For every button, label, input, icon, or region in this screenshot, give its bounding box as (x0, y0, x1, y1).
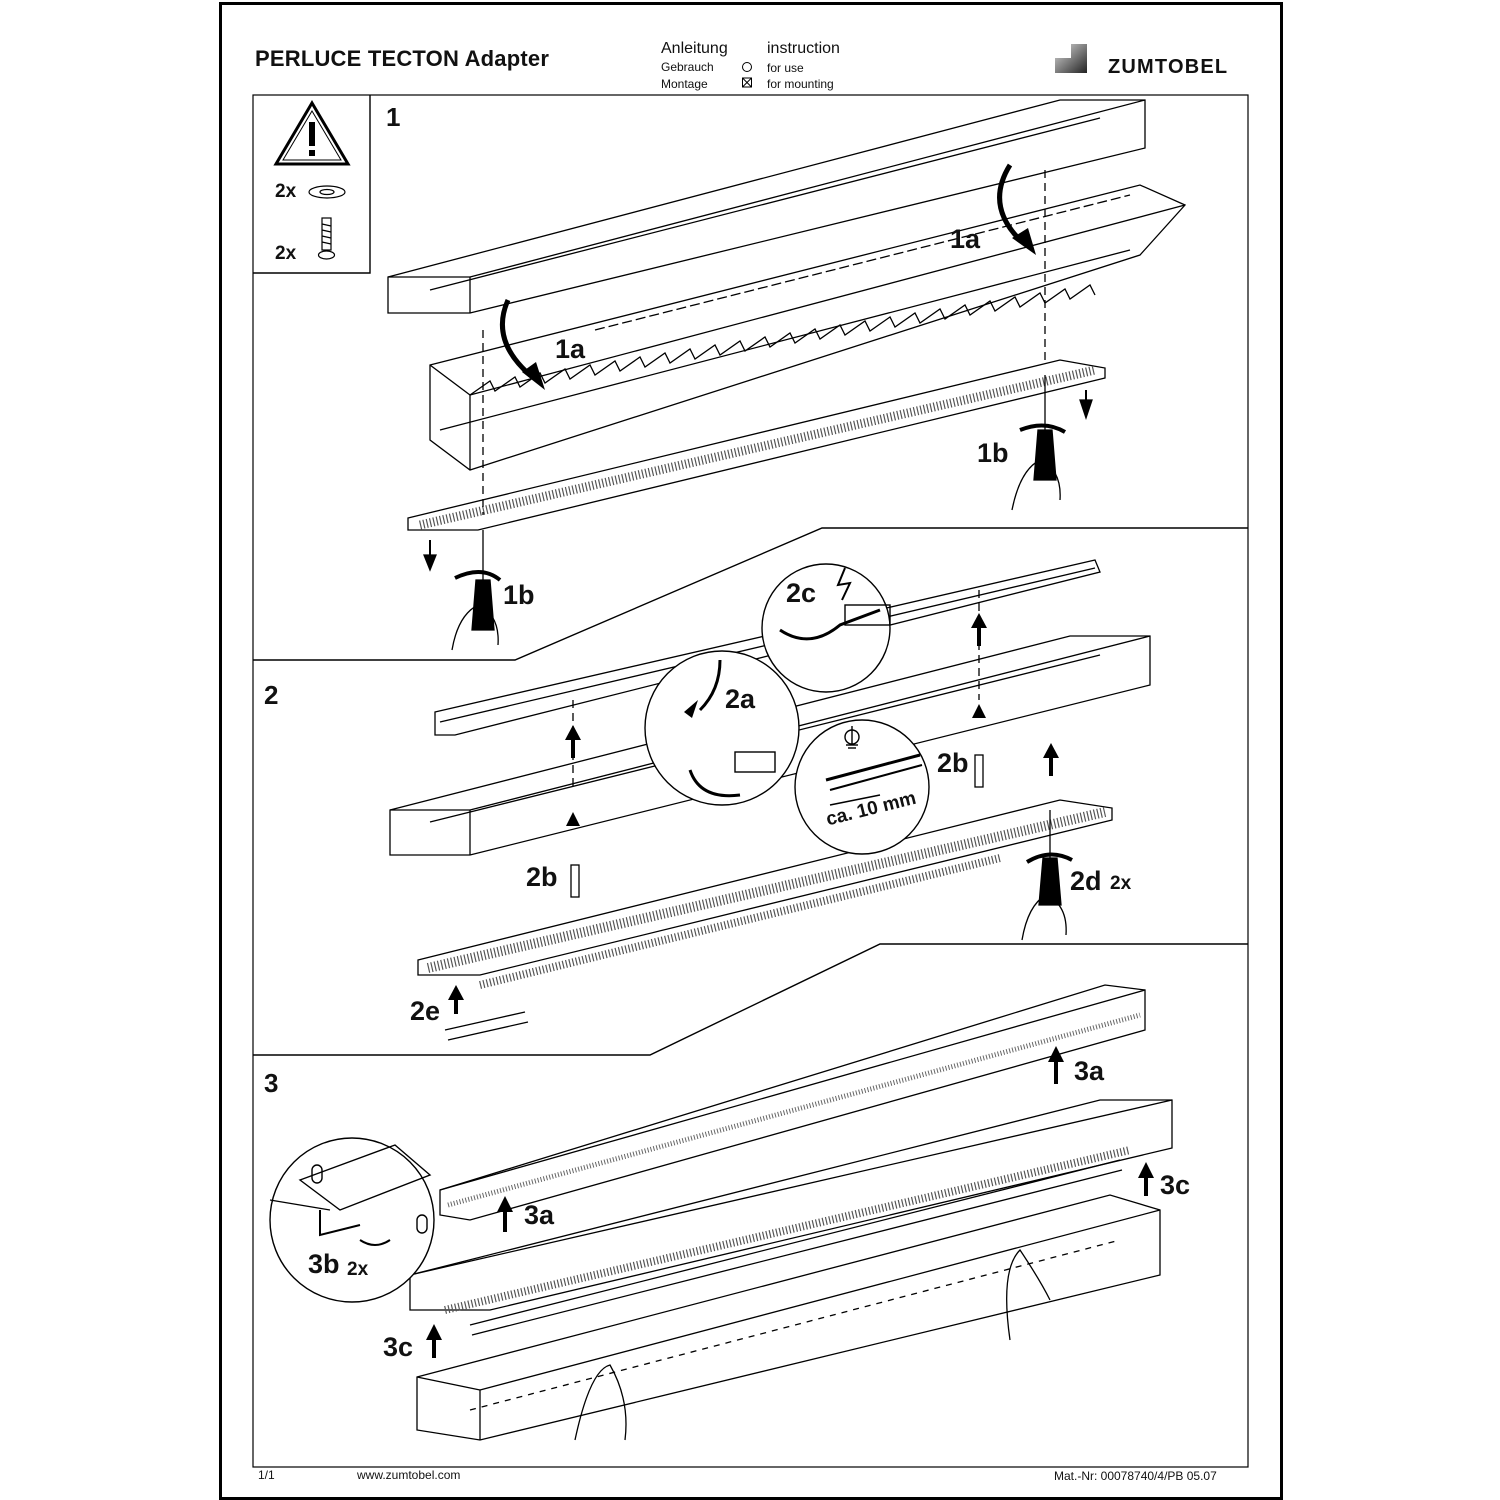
label-2d-qty: 2x (1110, 873, 1132, 894)
screwdriver-1b-right-icon (1011, 375, 1093, 511)
label-1b-right: 1b (977, 438, 1009, 468)
label-2a: 2a (725, 684, 756, 714)
label-1b-left: 1b (503, 580, 535, 610)
header-de-use: Gebrauch (661, 60, 714, 74)
label-1a-right: 1a (950, 224, 981, 254)
label-3b-qty: 2x (347, 1259, 369, 1280)
label-3a-top: 3a (1074, 1056, 1105, 1086)
label-2b-right: 2b (937, 748, 969, 778)
label-3c-right: 3c (1160, 1170, 1191, 1200)
step-1-number: 1 (386, 102, 401, 132)
screwdriver-2d-icon (1021, 810, 1073, 941)
checkbox-icons (742, 62, 752, 88)
header-en-use: for use (767, 61, 804, 75)
detail-circle-earth (794, 719, 930, 855)
step-2-number: 2 (264, 680, 279, 710)
detail-circle-2c (761, 563, 891, 693)
header-de-heading: Anleitung (661, 40, 728, 57)
header-en-heading: instruction (767, 40, 840, 57)
footer-page: 1/1 (258, 1468, 275, 1482)
label-3c-left: 3c (383, 1332, 414, 1362)
step2-assembly (389, 559, 1151, 1041)
document-title: PERLUCE TECTON Adapter (255, 46, 550, 71)
footer-url[interactable]: www.zumtobel.com (357, 1468, 461, 1482)
arrow-down-icon (423, 554, 437, 572)
header-de-mount: Montage (661, 77, 708, 91)
screw-icon (317, 217, 336, 260)
part-screw-qty: 2x (275, 243, 297, 264)
brand-name: ZUMTOBEL (1108, 56, 1229, 78)
page-frame (219, 2, 1283, 1500)
label-3b: 3b (308, 1249, 340, 1279)
label-2e: 2e (410, 996, 441, 1026)
step3-assembly (409, 984, 1173, 1441)
header-en-mount: for mounting (767, 77, 834, 91)
detail-circle-2a (644, 650, 800, 806)
step1-housing (387, 99, 1187, 531)
washer-icon (308, 185, 346, 199)
part-washer-qty: 2x (275, 181, 297, 202)
brand-logo-mark-icon (1055, 44, 1087, 73)
footer-material-number: Mat.-Nr: 00078740/4/PB 05.07 (1054, 1469, 1217, 1483)
label-2c: 2c (786, 578, 817, 608)
label-3a-mid: 3a (524, 1200, 555, 1230)
arrow-1a-icon (499, 163, 1022, 377)
label-2b-left: 2b (526, 862, 558, 892)
label-2d: 2d (1070, 866, 1102, 896)
arrowhead-1a-left-icon (522, 362, 545, 390)
label-1a-left: 1a (555, 334, 586, 364)
arrow-up-icons-step3 (426, 1046, 1154, 1358)
step-3-number: 3 (264, 1068, 279, 1098)
arrowhead-1a-right-icon (1012, 228, 1036, 255)
screwdriver-1b-left-icon (423, 530, 502, 651)
warning-icon (273, 100, 351, 166)
detail-circle-3b (269, 1137, 435, 1303)
arrow-up-icons (448, 613, 1059, 1014)
